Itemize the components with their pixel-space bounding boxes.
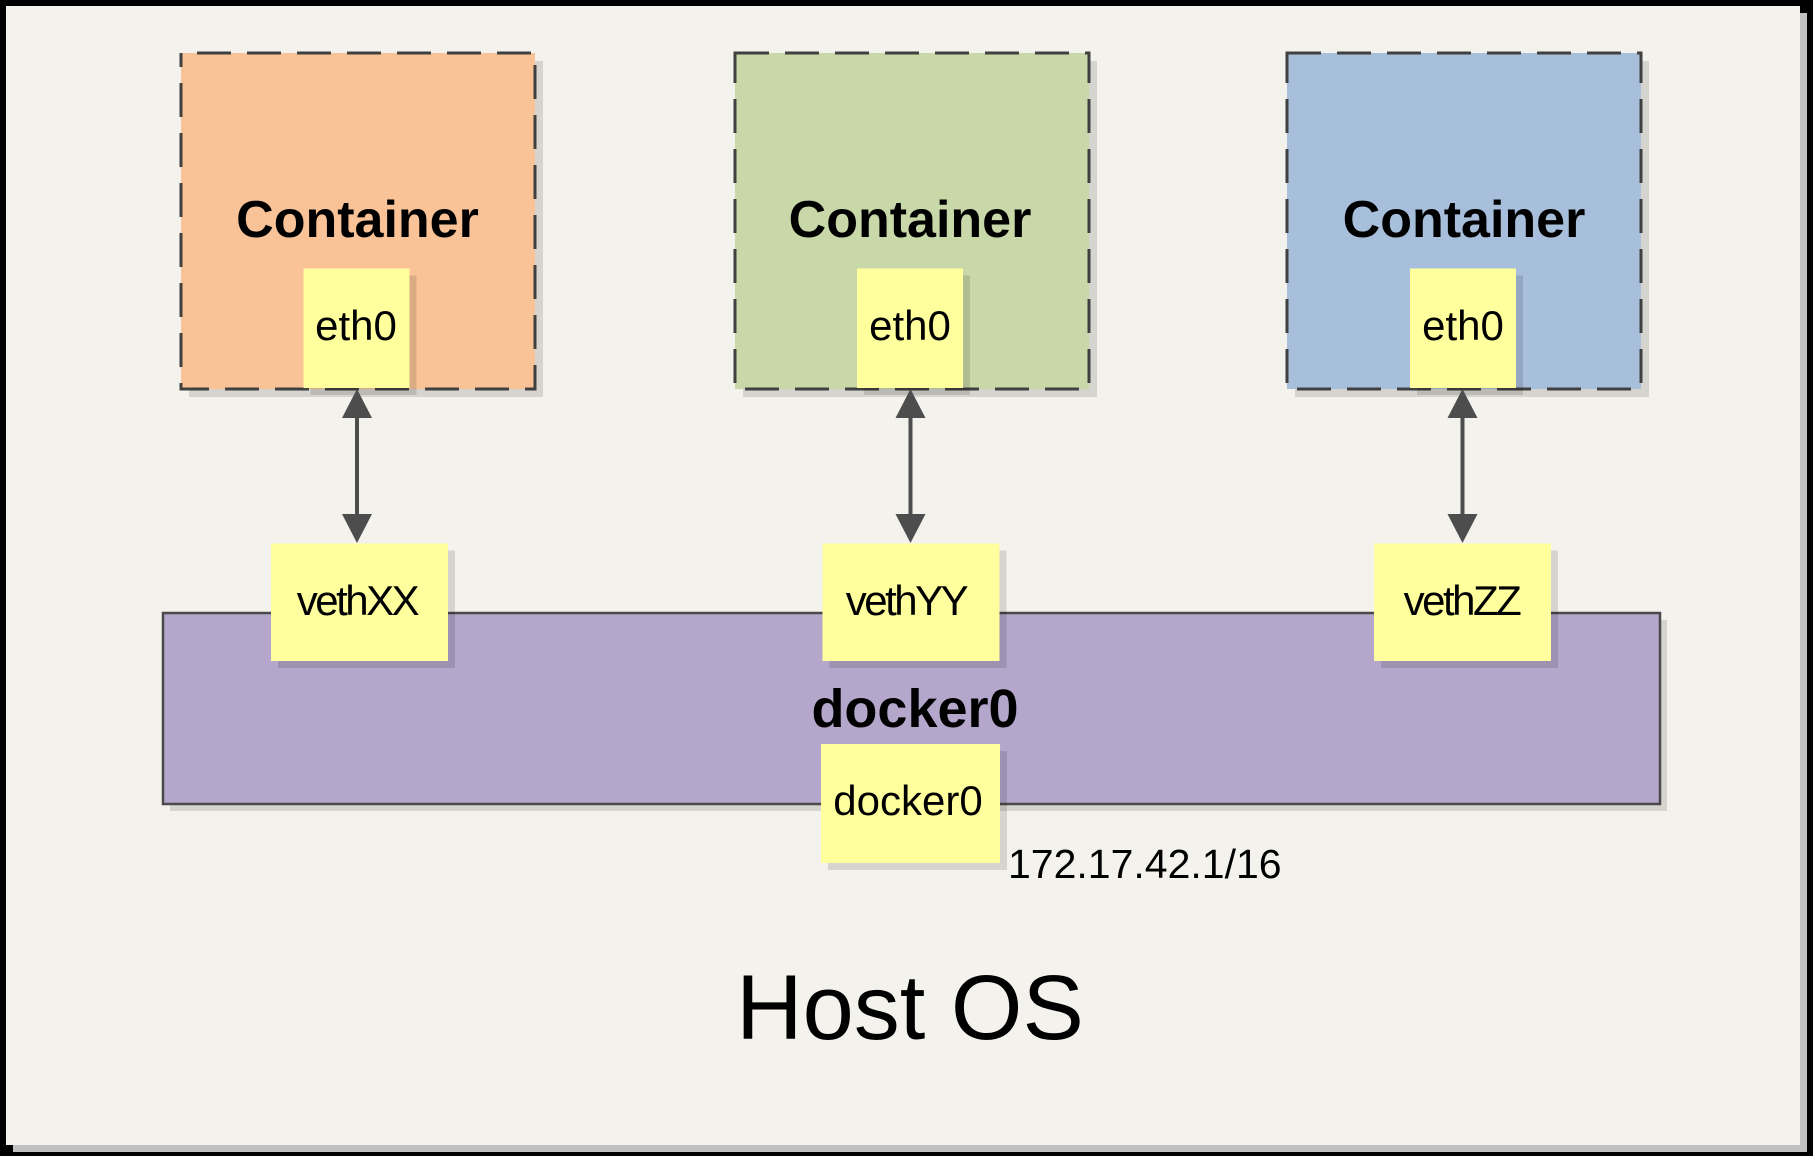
svg-text:docker0: docker0 (833, 777, 982, 824)
svg-text:eth0: eth0 (1422, 302, 1504, 349)
svg-text:eth0: eth0 (315, 302, 397, 349)
svg-text:172.17.42.1/16: 172.17.42.1/16 (1008, 841, 1282, 887)
svg-text:docker0: docker0 (811, 679, 1018, 739)
svg-text:vethYY: vethYY (846, 577, 969, 624)
svg-text:Container: Container (1343, 191, 1586, 249)
svg-text:Container: Container (236, 191, 479, 249)
svg-text:eth0: eth0 (869, 302, 951, 349)
svg-text:Host OS: Host OS (736, 957, 1084, 1059)
svg-text:Container: Container (789, 191, 1032, 249)
svg-text:vethXX: vethXX (297, 577, 420, 624)
svg-text:vethZZ: vethZZ (1404, 577, 1522, 624)
